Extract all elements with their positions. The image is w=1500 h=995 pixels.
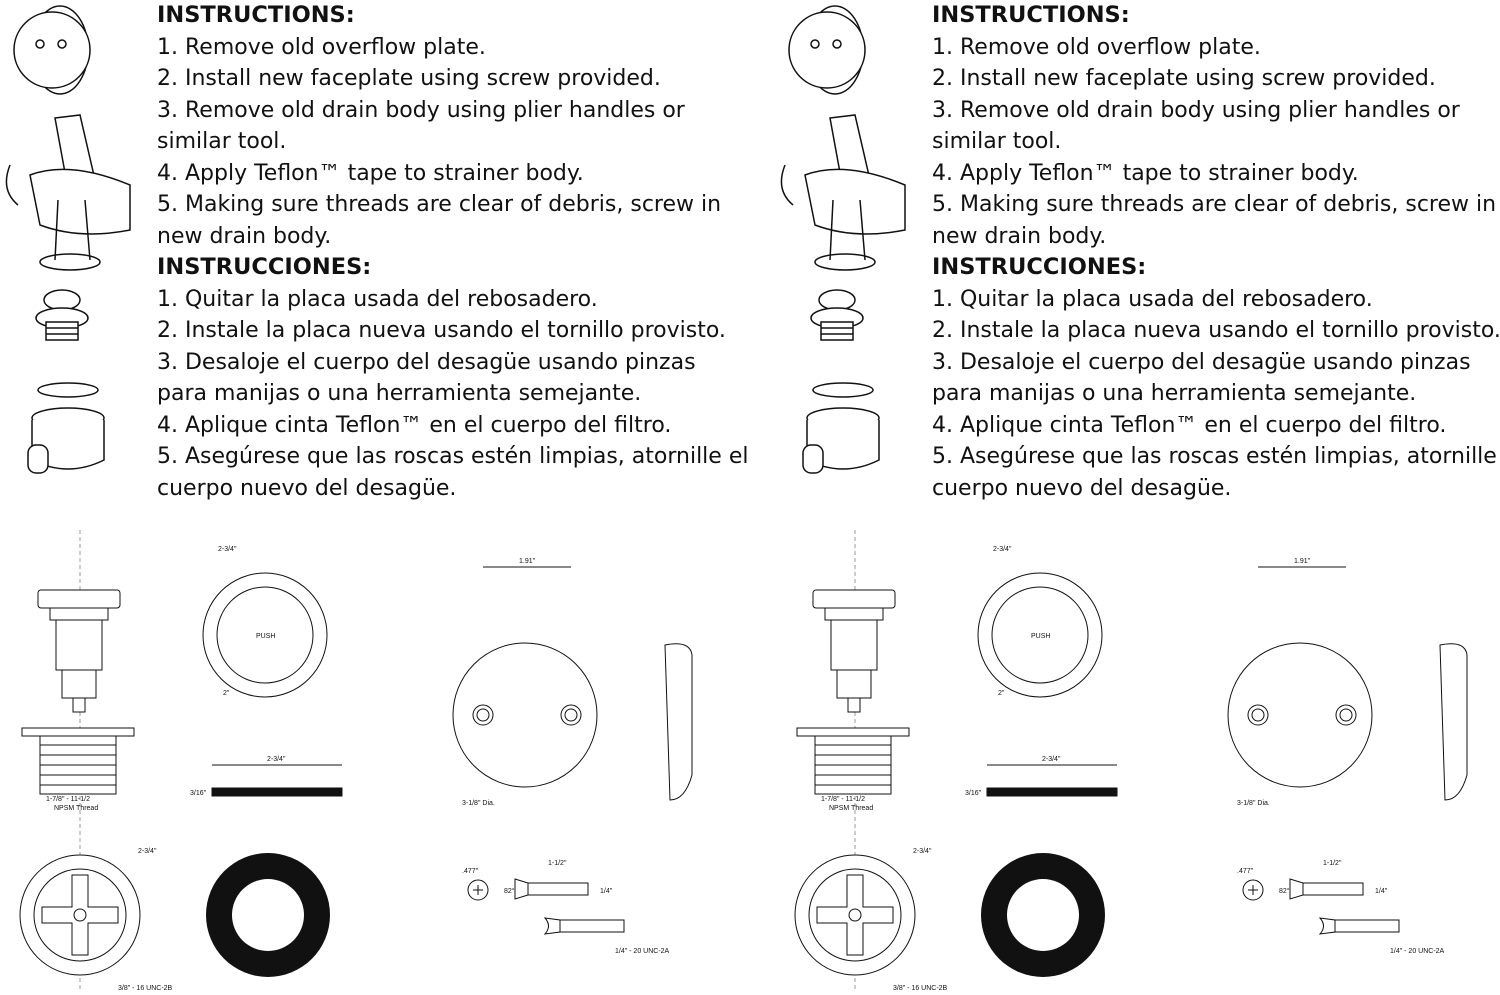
en-line-2: 2. Install new faceplate using screw pro… <box>932 66 1436 91</box>
thread-type-label: NPSM Thread <box>54 805 98 812</box>
cross-thread-label: 3/8" - 16 UNC-2B <box>893 985 948 992</box>
en-line-7: new drain body. <box>157 223 332 249</box>
screw-thread-label: 1/4" - 20 UNC-2A <box>615 948 670 955</box>
en-line-1: 1. Remove old overflow plate. <box>932 34 1261 60</box>
plate-dia-label: 3-1/8" Dia. <box>462 800 495 807</box>
es-line-6: 5. Asegúrese que las roscas estén limpia… <box>932 444 1500 469</box>
cap-dia-label: 2-3/4" <box>993 546 1012 553</box>
en-line-1: 1. Remove old overflow plate. <box>157 34 486 60</box>
screw-length-label: 1-1/2" <box>548 860 567 867</box>
es-line-6: 5. Asegúrese que las roscas estén limpia… <box>157 444 749 469</box>
strainer-icon <box>810 289 864 341</box>
en-line-5: 4. Apply Teflon™ tape to strainer body. <box>932 160 1359 186</box>
gasket-length-label: 2-3/4" <box>267 756 286 763</box>
stopper-drawing: 1-7/8" - 11-1/2 NPSM Thread <box>21 530 135 990</box>
overflow-plate-icon <box>788 5 866 95</box>
strainer-icon <box>35 289 89 341</box>
es-line-7: cuerpo nuevo del desagüe. <box>932 475 1232 501</box>
gasket-thickness-label: 3/16" <box>190 790 207 797</box>
cap-top-view: 2-3/4" PUSH 2" <box>977 546 1103 698</box>
screw-angle-label: 82° <box>504 887 515 895</box>
heading-en: INSTRUCTIONS: <box>932 2 1130 28</box>
en-line-4: similar tool. <box>932 129 1062 154</box>
en-line-2: 2. Install new faceplate using screw pro… <box>157 66 661 91</box>
thread-label: 1-7/8" - 11-1/2 <box>821 796 865 803</box>
pliers-hand-icon <box>780 114 906 271</box>
drain-body-icon <box>802 382 880 474</box>
screw-angle-label: 82° <box>1279 887 1290 895</box>
gasket-strip: 2-3/4" 3/16" <box>965 756 1118 797</box>
technical-drawings: 1-7/8" - 11-1/2 NPSM Thread 2-3/4" PUSH … <box>794 530 1468 992</box>
flange-dia-label: 2-3/4" <box>913 848 932 855</box>
inner-dia-label: 2" <box>223 690 230 697</box>
es-line-3: 3. Desaloje el cuerpo del desagüe usando… <box>932 349 1471 375</box>
es-line-1: 1. Quitar la placa usada del rebosadero. <box>157 286 598 312</box>
heading-es: INSTRUCCIONES: <box>932 254 1147 280</box>
screw-drawings: .477" 1-1/2" 82° 1/4" 1/4" - 20 UNC-2A <box>1237 860 1445 955</box>
en-line-6: 5. Making sure threads are clear of debr… <box>932 192 1497 217</box>
cap-dia-label: 2-3/4" <box>218 546 237 553</box>
rubber-ring <box>981 853 1105 977</box>
push-label: PUSH <box>256 633 275 640</box>
thread-label: 1-7/8" - 11-1/2 <box>46 796 90 803</box>
instruction-panel-right: INSTRUCTIONS: 1. Remove old overflow pla… <box>775 0 1500 995</box>
drain-body-icon <box>27 382 105 474</box>
cap-top-view: 2-3/4" PUSH 2" <box>202 546 328 698</box>
cross-thread-label: 3/8" - 16 UNC-2B <box>118 985 173 992</box>
en-line-6: 5. Making sure threads are clear of debr… <box>157 192 722 217</box>
technical-drawings: 1-7/8" - 11-1/2 NPSM Thread 2-3/4" PUSH … <box>19 530 693 992</box>
en-line-3: 3. Remove old drain body using plier han… <box>157 97 685 123</box>
instructions-text: INSTRUCTIONS: 1. Remove old overflow pla… <box>932 0 1500 504</box>
screw-thread-label: 1/4" - 20 UNC-2A <box>1390 948 1445 955</box>
inner-dia-label: 2" <box>998 690 1005 697</box>
overflow-plate-drawing: 1.91" 3-1/8" Dia. <box>452 558 693 807</box>
heading-es: INSTRUCCIONES: <box>157 254 372 280</box>
heading-en: INSTRUCTIONS: <box>157 2 355 28</box>
stopper-drawing: 1-7/8" - 11-1/2 NPSM Thread <box>796 530 910 990</box>
plate-dia-label: 3-1/8" Dia. <box>1237 800 1270 807</box>
step-illustrations <box>780 5 906 474</box>
es-line-2: 2. Instale la placa nueva usando el torn… <box>932 318 1500 343</box>
es-line-5: 4. Aplique cinta Teflon™ en el cuerpo de… <box>932 412 1447 438</box>
plate-spacing-label: 1.91" <box>519 558 536 565</box>
es-line-7: cuerpo nuevo del desagüe. <box>157 475 457 501</box>
en-line-5: 4. Apply Teflon™ tape to strainer body. <box>157 160 584 186</box>
screw-drawings: .477" 1-1/2" 82° 1/4" 1/4" - 20 UNC-2A <box>462 860 670 955</box>
flange-drawing: 2-3/4" 3/8" - 16 UNC-2B <box>794 848 948 992</box>
es-line-5: 4. Aplique cinta Teflon™ en el cuerpo de… <box>157 412 672 438</box>
es-line-4: para manijas o una herramienta semejante… <box>157 381 642 406</box>
overflow-plate-drawing: 1.91" 3-1/8" Dia. <box>1227 558 1468 807</box>
es-line-2: 2. Instale la placa nueva usando el torn… <box>157 318 726 343</box>
instructions-text: INSTRUCTIONS: 1. Remove old overflow pla… <box>157 0 749 504</box>
rubber-ring <box>206 853 330 977</box>
screw-head-label: .477" <box>462 868 479 875</box>
en-line-7: new drain body. <box>932 223 1107 249</box>
pliers-hand-icon <box>5 114 131 271</box>
en-line-4: similar tool. <box>157 129 287 154</box>
gasket-thickness-label: 3/16" <box>965 790 982 797</box>
screw-length-label: 1-1/2" <box>1323 860 1342 867</box>
flange-drawing: 2-3/4" 3/8" - 16 UNC-2B <box>19 848 173 992</box>
thread-type-label: NPSM Thread <box>829 805 873 812</box>
es-line-4: para manijas o una herramienta semejante… <box>932 381 1417 406</box>
en-line-3: 3. Remove old drain body using plier han… <box>932 97 1460 123</box>
gasket-strip: 2-3/4" 3/16" <box>190 756 343 797</box>
push-label: PUSH <box>1031 633 1050 640</box>
gasket-length-label: 2-3/4" <box>1042 756 1061 763</box>
screw-head-label: .477" <box>1237 868 1254 875</box>
screw-dia-label: 1/4" <box>1375 888 1388 895</box>
plate-spacing-label: 1.91" <box>1294 558 1311 565</box>
es-line-3: 3. Desaloje el cuerpo del desagüe usando… <box>157 349 696 375</box>
screw-dia-label: 1/4" <box>600 888 613 895</box>
step-illustrations <box>5 5 131 474</box>
instruction-panel-left: INSTRUCTIONS: 1. Remove old overflow pla… <box>5 0 749 992</box>
overflow-plate-icon <box>13 5 91 95</box>
flange-dia-label: 2-3/4" <box>138 848 157 855</box>
es-line-1: 1. Quitar la placa usada del rebosadero. <box>932 286 1373 312</box>
